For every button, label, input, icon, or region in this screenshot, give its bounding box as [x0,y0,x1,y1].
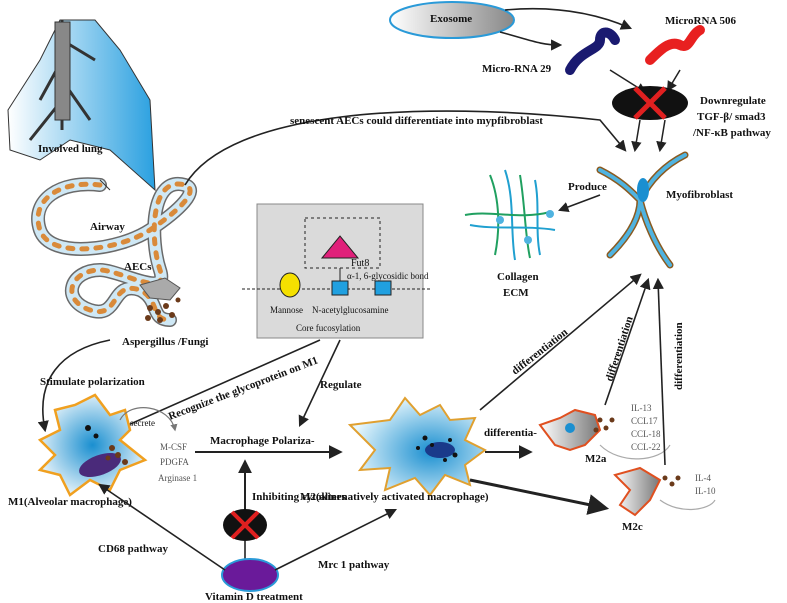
exosome-to-506-arrow [504,7,633,30]
block-arrow-2 [656,119,667,153]
collagen-fibers [464,169,556,261]
il13-label: IL-13 [631,403,652,413]
recognize-arrow [107,339,321,435]
differentiation-label-2: differentiation [603,315,635,383]
m2c-label: M2c [622,521,643,533]
ecm-label: ECM [503,287,529,299]
collagen-label: Collagen [497,271,539,283]
senescent-label: senescent AECs could differentiate into … [290,115,543,127]
nacetyl-label: N-acetylglucosamine [312,305,388,315]
m2a-differentiation-arrow [604,277,651,406]
pathway-line2: /NF-κB pathway [692,127,771,139]
involved-lung-label: Involved lung [38,143,103,155]
fungi-cluster [139,277,181,323]
core-fuc-label: Core fucosylation [296,323,361,333]
glycosidic-label: α-1, 6-glycosidic bond [347,271,429,281]
fucosylation-box [256,203,424,339]
mcsf-label: M-CSF [160,442,187,452]
fucose-icon [320,235,360,259]
produce-label: Produce [568,181,607,193]
mrc1-arrow [274,508,398,571]
fut8-dashed-box [304,217,381,269]
exosome-label: Exosome [430,13,472,25]
airway-pointer [99,179,111,191]
aecs-label: AECs [124,261,152,273]
produce-arrow [558,194,601,212]
il4-label: IL-4 [695,473,711,483]
recognize-label: Recognize the glycoprotein on M1 [167,355,320,423]
vitd-label: Vitamin D treatment [205,591,303,603]
myofibroblast-cell [596,151,689,269]
glcnac-icon-2 [374,280,392,296]
regulate-arrow [298,339,341,428]
mannose-icon [279,272,301,298]
lung-illustration [7,19,156,192]
m2-to-m2c-arrow [469,478,610,515]
aspergillus-label: Aspergillus /Fungi [122,336,209,348]
m1-macrophage [37,393,148,497]
m2a-label: M2a [585,453,607,465]
microrna-29-icon [565,27,620,75]
block-arrow-1 [631,119,642,153]
secrete-arrow [119,407,178,432]
mirna506-arrow [666,69,681,92]
secrete-label: secrete [130,418,155,428]
inhibiting-label: Inhibiting cytokines [252,491,347,503]
differentia-label: differentia- [484,427,537,439]
il10-label: IL-10 [695,486,716,496]
m2a-secrete-curl [599,444,671,460]
cd68-arrow [98,483,226,571]
cd68-label: CD68 pathway [98,543,168,555]
glcnac-icon-1 [331,280,349,296]
arginase-label: Arginase 1 [158,473,197,483]
downregulate-label: Downregulate [700,95,766,107]
exosome-icon [389,1,515,39]
microrna-506-icon [645,25,705,65]
ccl18-label: CCL-18 [631,429,661,439]
m2c-secrete-curl [659,499,716,511]
block-icon [612,86,688,120]
differentiation-label-1: differentiation [509,326,570,377]
airway-label: Airway [90,221,125,233]
m2-macrophage [347,396,487,497]
m2c-differentiation-arrow [652,277,666,466]
stimulate-arrow [37,339,111,433]
ccl22-label: CCL-22 [631,442,661,452]
differentiation-label-3: differentiation [673,322,685,390]
pdgfa-label: PDGFA [160,457,189,467]
vitamin-d-icon [221,558,279,592]
m2-differentiation-arrow [479,273,642,411]
microrna-29-label: Micro-RNA 29 [482,63,552,75]
m2a-macrophage [538,408,615,452]
regulate-label: Regulate [320,379,362,391]
airway-tube [31,177,197,327]
exosome-to-29-arrow [499,31,563,51]
pathway-line1: TGF-β/ smad3 [697,111,766,123]
stimulate-label: Stimulate polarization [40,376,145,388]
mrc1-label: Mrc 1 pathway [318,559,390,571]
senescent-arrow [184,110,627,186]
m1-label: M1(Alveolar macrophage) [8,496,132,508]
mannose-label: Mannose [270,305,303,315]
m2c-macrophage [613,466,681,517]
ccl17-label: CCL17 [631,416,658,426]
inhibit-block-icon [223,509,267,541]
myofibroblast-label: Myofibroblast [666,189,733,201]
fut8-label: Fut8 [351,258,369,269]
m2-label: M2(alternatively activated macrophage) [300,491,489,503]
microrna-506-label: MicroRNA 506 [665,15,736,27]
macro-pol-label: Macrophage Polariza- [210,435,315,447]
